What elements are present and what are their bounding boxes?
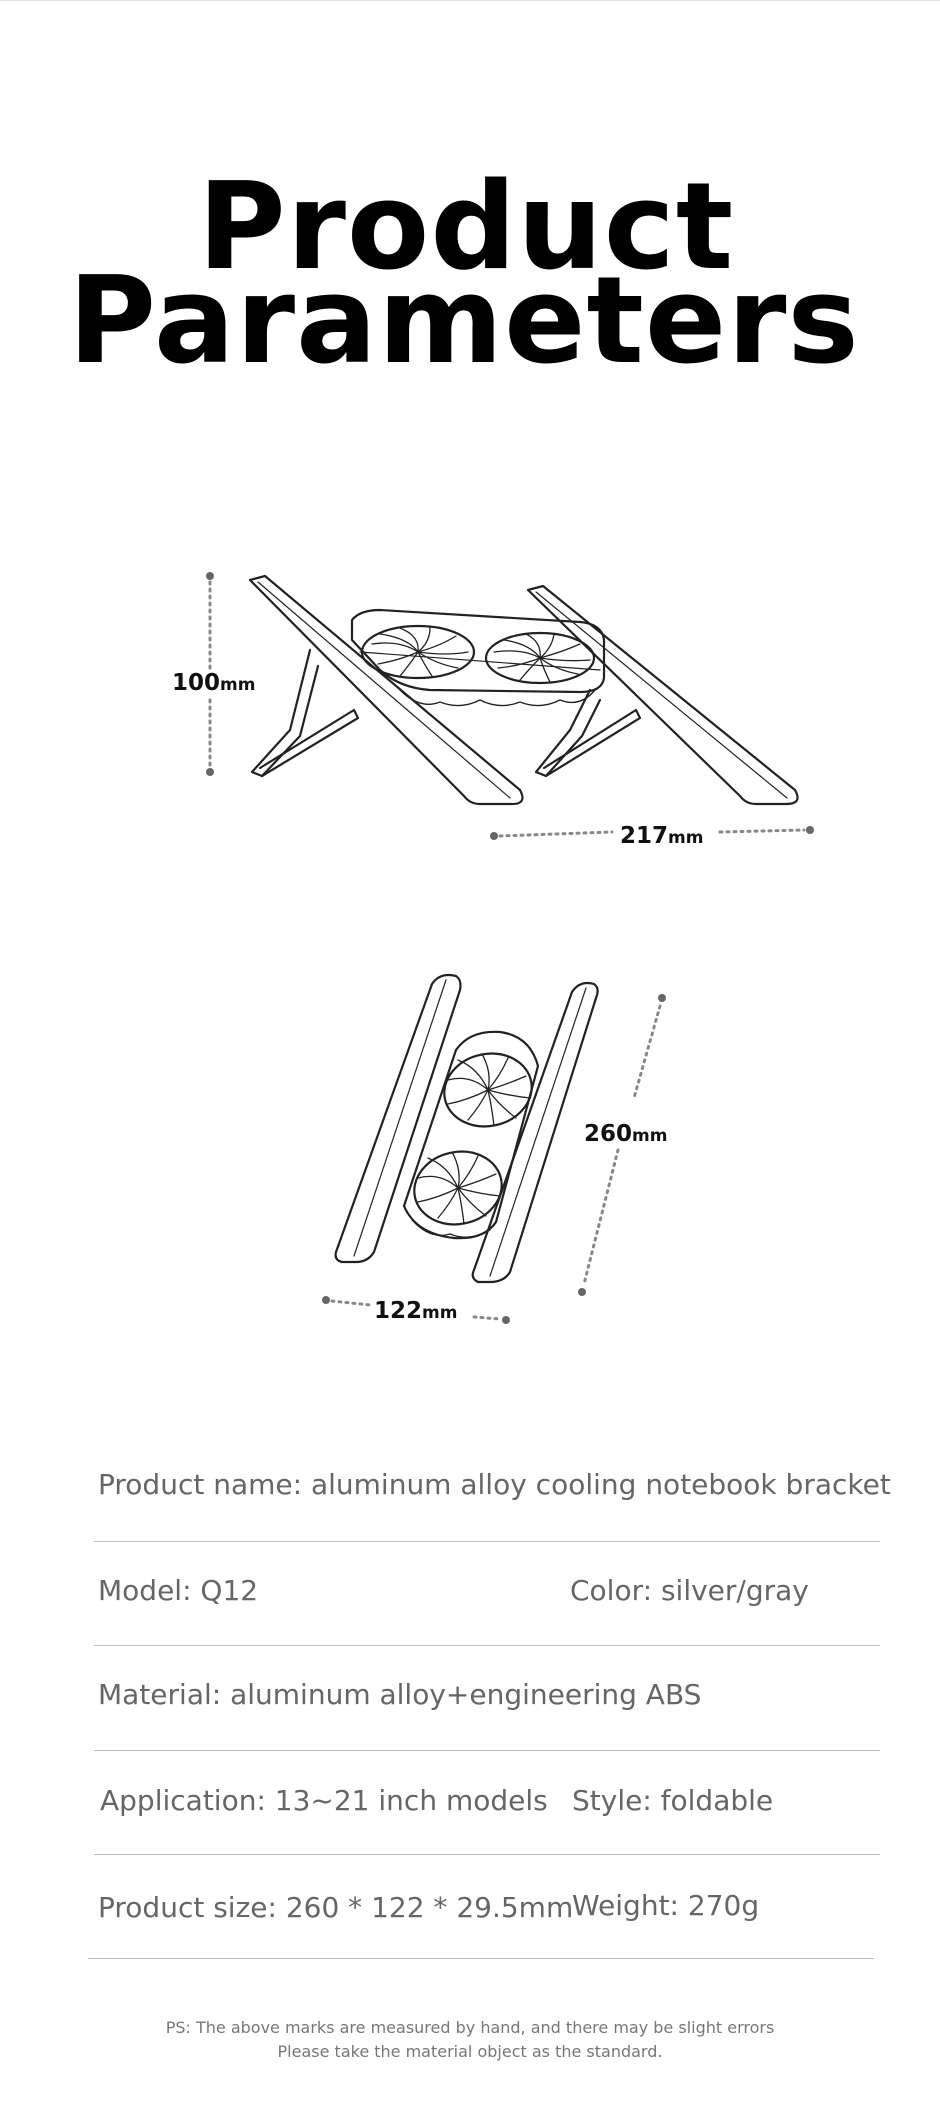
row-divider <box>94 1541 880 1542</box>
page-title-line1: Product <box>197 158 735 297</box>
top-length-label: 260mm <box>584 1121 667 1147</box>
top-view-drawing: 260mm 122mm <box>322 973 667 1324</box>
param-product-name: Product name: aluminum alloy cooling not… <box>98 1468 891 1501</box>
param-style: Style: foldable <box>572 1784 774 1817</box>
note-line1: PS: The above marks are measured by hand… <box>165 2018 775 2037</box>
note-line2: Please take the material object as the s… <box>277 2042 663 2061</box>
top-divider <box>0 0 940 1</box>
side-depth-label: 217mm <box>620 823 703 849</box>
top-width-label: 122mm <box>374 1298 457 1324</box>
param-color: Color: silver/gray <box>570 1574 809 1607</box>
row-divider <box>88 1958 874 1959</box>
param-weight: Weight: 270g <box>572 1889 760 1922</box>
row-divider <box>94 1750 880 1751</box>
side-view-drawing: 100mm 217mm <box>172 572 814 849</box>
param-model: Model: Q12 <box>98 1574 259 1607</box>
row-divider <box>94 1645 880 1646</box>
param-material: Material: aluminum alloy+engineering ABS <box>98 1678 702 1711</box>
page-title-line2: Parameters <box>68 252 860 391</box>
param-size: Product size: 260 * 122 * 29.5mm <box>98 1891 574 1924</box>
param-application: Application: 13~21 inch models <box>100 1784 548 1817</box>
row-divider <box>94 1854 880 1855</box>
side-height-label: 100mm <box>172 670 255 696</box>
